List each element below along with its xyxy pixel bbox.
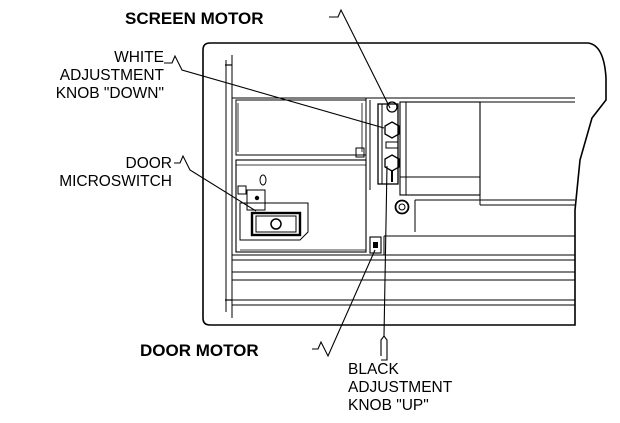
label-black-knob-line-2: ADJUSTMENT bbox=[348, 379, 453, 396]
label-black-knob-line-1: BLACK bbox=[348, 361, 399, 378]
label-black-knob-line-3: KNOB "UP" bbox=[348, 397, 429, 414]
label-door-motor: DOOR MOTOR bbox=[140, 341, 259, 360]
screen-motor-assembly bbox=[365, 98, 575, 252]
label-door-microswitch-line-2: MICROSWITCH bbox=[59, 173, 172, 190]
microswitch-body bbox=[250, 211, 302, 237]
door-rails bbox=[232, 235, 575, 306]
door-microswitch-box bbox=[235, 159, 367, 253]
labels: SCREEN MOTOR WHITE ADJUSTMENT KNOB "DOWN… bbox=[56, 9, 453, 414]
label-white-knob-line-2: ADJUSTMENT bbox=[60, 67, 165, 84]
door-motor-bracket bbox=[369, 236, 382, 254]
leader-lines bbox=[164, 8, 391, 361]
label-screen-motor: SCREEN MOTOR bbox=[125, 9, 264, 28]
label-white-knob-line-3: KNOB "DOWN" bbox=[56, 85, 164, 102]
housing bbox=[202, 42, 607, 326]
label-door-microswitch-line-1: DOOR bbox=[126, 155, 173, 172]
label-white-knob-line-1: WHITE bbox=[114, 49, 164, 66]
upper-compartment bbox=[235, 99, 367, 158]
